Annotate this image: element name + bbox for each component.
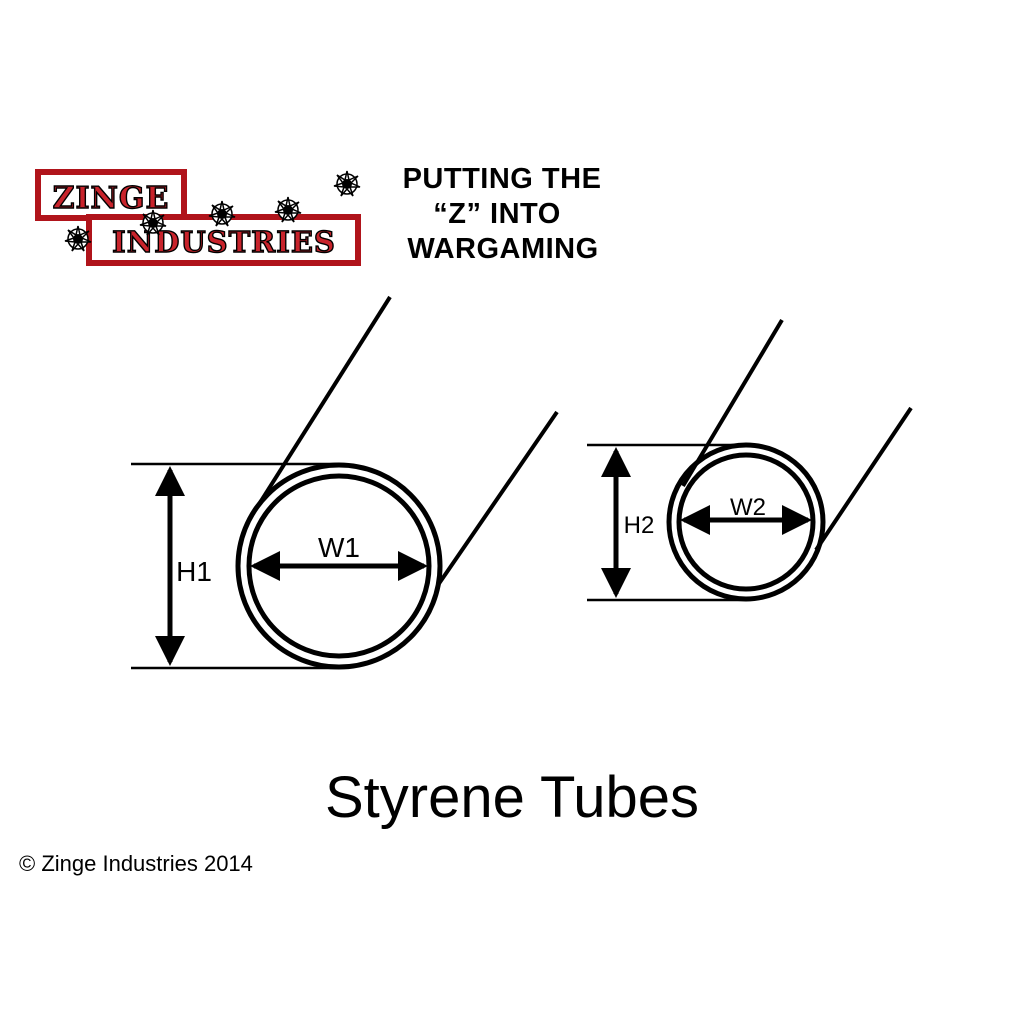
tagline-line-1: PUTTING THE — [403, 163, 602, 195]
large-tube-width-label: W1 — [318, 532, 360, 563]
tagline-line-2: “Z” INTO — [433, 198, 561, 230]
logo-frame-bottom — [86, 214, 361, 266]
large-tube-front-edge — [436, 410, 559, 587]
bullet-hole-icon — [333, 170, 361, 197]
large-tube-inner-wall — [246, 473, 432, 659]
tagline-line-3: WARGAMING — [407, 233, 598, 265]
large-tube-height-label: H1 — [176, 556, 212, 587]
small-tube-width-label: W2 — [730, 494, 766, 521]
page-title: Styrene Tubes — [325, 765, 699, 830]
large-tube — [131, 295, 559, 670]
zinge-industries-logo: ZINGE INDUSTRIES — [35, 169, 361, 266]
small-tube-height-label: H2 — [624, 512, 655, 539]
small-tube — [587, 318, 913, 602]
tagline: PUTTING THE “Z” INTO WARGAMING — [403, 163, 602, 265]
copyright-notice: © Zinge Industries 2014 — [19, 851, 253, 876]
large-tube-back-edge — [247, 295, 392, 522]
logo-word-zinge: ZINGE — [53, 181, 170, 216]
small-tube-front-edge — [814, 406, 913, 552]
small-tube-inner-wall — [676, 452, 816, 592]
